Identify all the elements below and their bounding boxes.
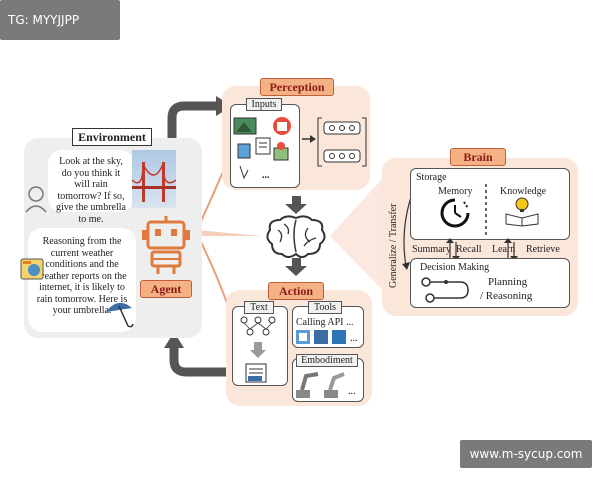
- storage-box: [410, 168, 570, 240]
- calling-api-text: Calling API ...: [296, 317, 354, 328]
- svg-text:...: ...: [350, 333, 358, 344]
- bridge-image: [131, 150, 177, 208]
- action-title: Action: [268, 282, 324, 300]
- golden-gate-icon: [131, 162, 177, 202]
- perception-title: Perception: [260, 78, 334, 96]
- weather-report-icon: [20, 258, 44, 280]
- robot-agent-icon: [142, 216, 190, 274]
- summary-label: Summary: [412, 244, 451, 255]
- planning-flow-icon: [421, 277, 469, 303]
- inputs-ellipsis: ...: [262, 170, 270, 181]
- watermark-top-left: TG: MYYJJPP: [0, 0, 120, 40]
- storage-label: Storage: [416, 172, 447, 183]
- learn-label: Learn: [492, 244, 516, 255]
- decision-making-box: [410, 258, 570, 308]
- embodiment-label: Embodiment: [296, 354, 358, 367]
- memory-clock-icon: [440, 198, 470, 228]
- token-vectors: [317, 117, 367, 167]
- decision-making-label: Decision Making: [420, 262, 490, 273]
- knowledge-label: Knowledge: [500, 186, 547, 197]
- storage-decision-arrows: [446, 238, 518, 261]
- perception-arrow: [302, 135, 316, 143]
- brain-title: Brain: [450, 148, 506, 166]
- inputs-label: Inputs: [246, 98, 282, 111]
- person-icon: [25, 186, 47, 213]
- storage-divider: [485, 184, 487, 236]
- knowledge-book-icon: [505, 197, 539, 227]
- environment-title: Environment: [72, 128, 152, 146]
- retrieve-label: Retrieve: [526, 244, 560, 255]
- agent-label: Agent: [140, 280, 192, 298]
- planning-label: Planning: [488, 276, 528, 288]
- question-bubble: Look at the sky, do you think it will ra…: [48, 150, 134, 225]
- svg-text:...: ...: [348, 386, 356, 397]
- reasoning-label: / Reasoning: [480, 290, 533, 302]
- answer-bubble: Reasoning from the current weather condi…: [28, 228, 136, 332]
- recall-label: Recall: [456, 244, 482, 255]
- brain-icon: [266, 215, 326, 258]
- text-generation-icons: [240, 316, 276, 383]
- text-label: Text: [244, 301, 274, 314]
- umbrella-icon: [106, 302, 134, 328]
- input-icons: [233, 117, 291, 180]
- generalize-arrow: [402, 193, 413, 270]
- memory-label: Memory: [438, 186, 473, 197]
- tool-icons: ...: [296, 330, 358, 344]
- tools-label: Tools: [308, 301, 342, 314]
- watermark-bottom-right: www.m-sycup.com: [460, 440, 592, 468]
- robot-arm-icons: ...: [296, 372, 356, 398]
